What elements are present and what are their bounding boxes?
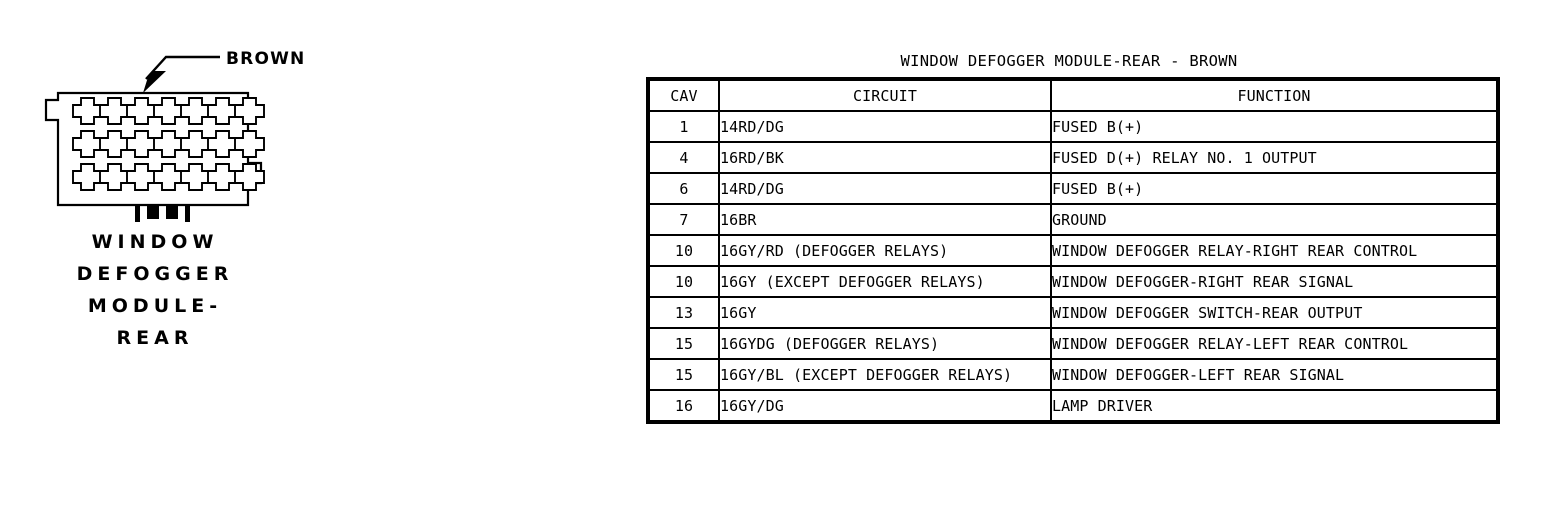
cell-cav: 13 — [647, 296, 720, 329]
connector-caption-line-2: DEFOGGER — [76, 263, 234, 285]
column-header-circuit: CIRCUIT — [718, 78, 1052, 112]
connector-caption: WINDOW DEFOGGER MODULE- REAR — [0, 226, 310, 354]
column-header-cav: CAV — [647, 78, 720, 112]
table-row: 15 16GYDG (DEFOGGER RELAYS) WINDOW DEFOG… — [647, 327, 1499, 360]
connector-pin-grid — [72, 97, 265, 191]
brown-callout-leader — [143, 55, 220, 93]
connector-face-diagram: BROWN — [44, 49, 305, 222]
cell-function: LAMP DRIVER — [1050, 389, 1499, 423]
table-row: 6 14RD/DG FUSED B(+) — [647, 172, 1499, 205]
cell-function: WINDOW DEFOGGER SWITCH-REAR OUTPUT — [1050, 296, 1499, 329]
cell-function: WINDOW DEFOGGER-RIGHT REAR SIGNAL — [1050, 265, 1499, 298]
cell-circuit: 14RD/DG — [718, 172, 1052, 205]
cell-cav: 10 — [647, 234, 720, 267]
connector-illustration-panel: BROWN WINDOW DEFOGGER MODULE- REAR — [0, 0, 430, 508]
cell-circuit: 16GY/DG — [718, 389, 1052, 423]
cell-cav: 7 — [647, 203, 720, 236]
cell-function: FUSED B(+) — [1050, 110, 1499, 143]
table-row: 13 16GY WINDOW DEFOGGER SWITCH-REAR OUTP… — [647, 296, 1499, 329]
cell-cav: 1 — [647, 110, 720, 143]
pinout-table-panel: WINDOW DEFOGGER MODULE-REAR - BROWN CAV … — [646, 52, 1500, 424]
pinout-table: CAV CIRCUIT FUNCTION 1 14RD/DG FUSED B(+… — [646, 77, 1500, 424]
table-title: WINDOW DEFOGGER MODULE-REAR - BROWN — [900, 52, 1238, 70]
cell-cav: 10 — [647, 265, 720, 298]
cell-circuit: 16RD/BK — [718, 141, 1052, 174]
pinout-table-body: 1 14RD/DG FUSED B(+) 4 16RD/BK FUSED D(+… — [647, 110, 1499, 423]
cell-circuit: 16GY (EXCEPT DEFOGGER RELAYS) — [718, 265, 1052, 298]
table-row: 7 16BR GROUND — [647, 203, 1499, 236]
cell-cav: 6 — [647, 172, 720, 205]
cell-circuit: 16BR — [718, 203, 1052, 236]
table-row: 1 14RD/DG FUSED B(+) — [647, 110, 1499, 143]
cell-function: WINDOW DEFOGGER-LEFT REAR SIGNAL — [1050, 358, 1499, 391]
connector-caption-line-1: WINDOW — [91, 231, 219, 253]
connector-bottom-latch — [135, 205, 190, 222]
table-row: 16 16GY/DG LAMP DRIVER — [647, 389, 1499, 423]
cell-function: WINDOW DEFOGGER RELAY-LEFT REAR CONTROL — [1050, 327, 1499, 360]
connector-caption-line-3: MODULE- — [87, 295, 223, 317]
table-header-row: CAV CIRCUIT FUNCTION — [647, 78, 1499, 112]
cell-cav: 15 — [647, 358, 720, 391]
table-row: 15 16GY/BL (EXCEPT DEFOGGER RELAYS) WIND… — [647, 358, 1499, 391]
column-header-function: FUNCTION — [1050, 78, 1499, 112]
cell-circuit: 16GYDG (DEFOGGER RELAYS) — [718, 327, 1052, 360]
cell-function: FUSED B(+) — [1050, 172, 1499, 205]
cell-cav: 15 — [647, 327, 720, 360]
cell-cav: 16 — [647, 389, 720, 423]
table-row: 10 16GY (EXCEPT DEFOGGER RELAYS) WINDOW … — [647, 265, 1499, 298]
cell-circuit: 14RD/DG — [718, 110, 1052, 143]
cell-circuit: 16GY — [718, 296, 1052, 329]
table-row: 4 16RD/BK FUSED D(+) RELAY NO. 1 OUTPUT — [647, 141, 1499, 174]
cell-circuit: 16GY/BL (EXCEPT DEFOGGER RELAYS) — [718, 358, 1052, 391]
cell-circuit: 16GY/RD (DEFOGGER RELAYS) — [718, 234, 1052, 267]
brown-callout-label: BROWN — [226, 49, 305, 69]
connector-caption-line-4: REAR — [116, 327, 194, 349]
cell-function: FUSED D(+) RELAY NO. 1 OUTPUT — [1050, 141, 1499, 174]
cell-function: WINDOW DEFOGGER RELAY-RIGHT REAR CONTROL — [1050, 234, 1499, 267]
cell-function: GROUND — [1050, 203, 1499, 236]
table-row: 10 16GY/RD (DEFOGGER RELAYS) WINDOW DEFO… — [647, 234, 1499, 267]
pinout-table-head: CAV CIRCUIT FUNCTION — [647, 78, 1499, 112]
cell-cav: 4 — [647, 141, 720, 174]
